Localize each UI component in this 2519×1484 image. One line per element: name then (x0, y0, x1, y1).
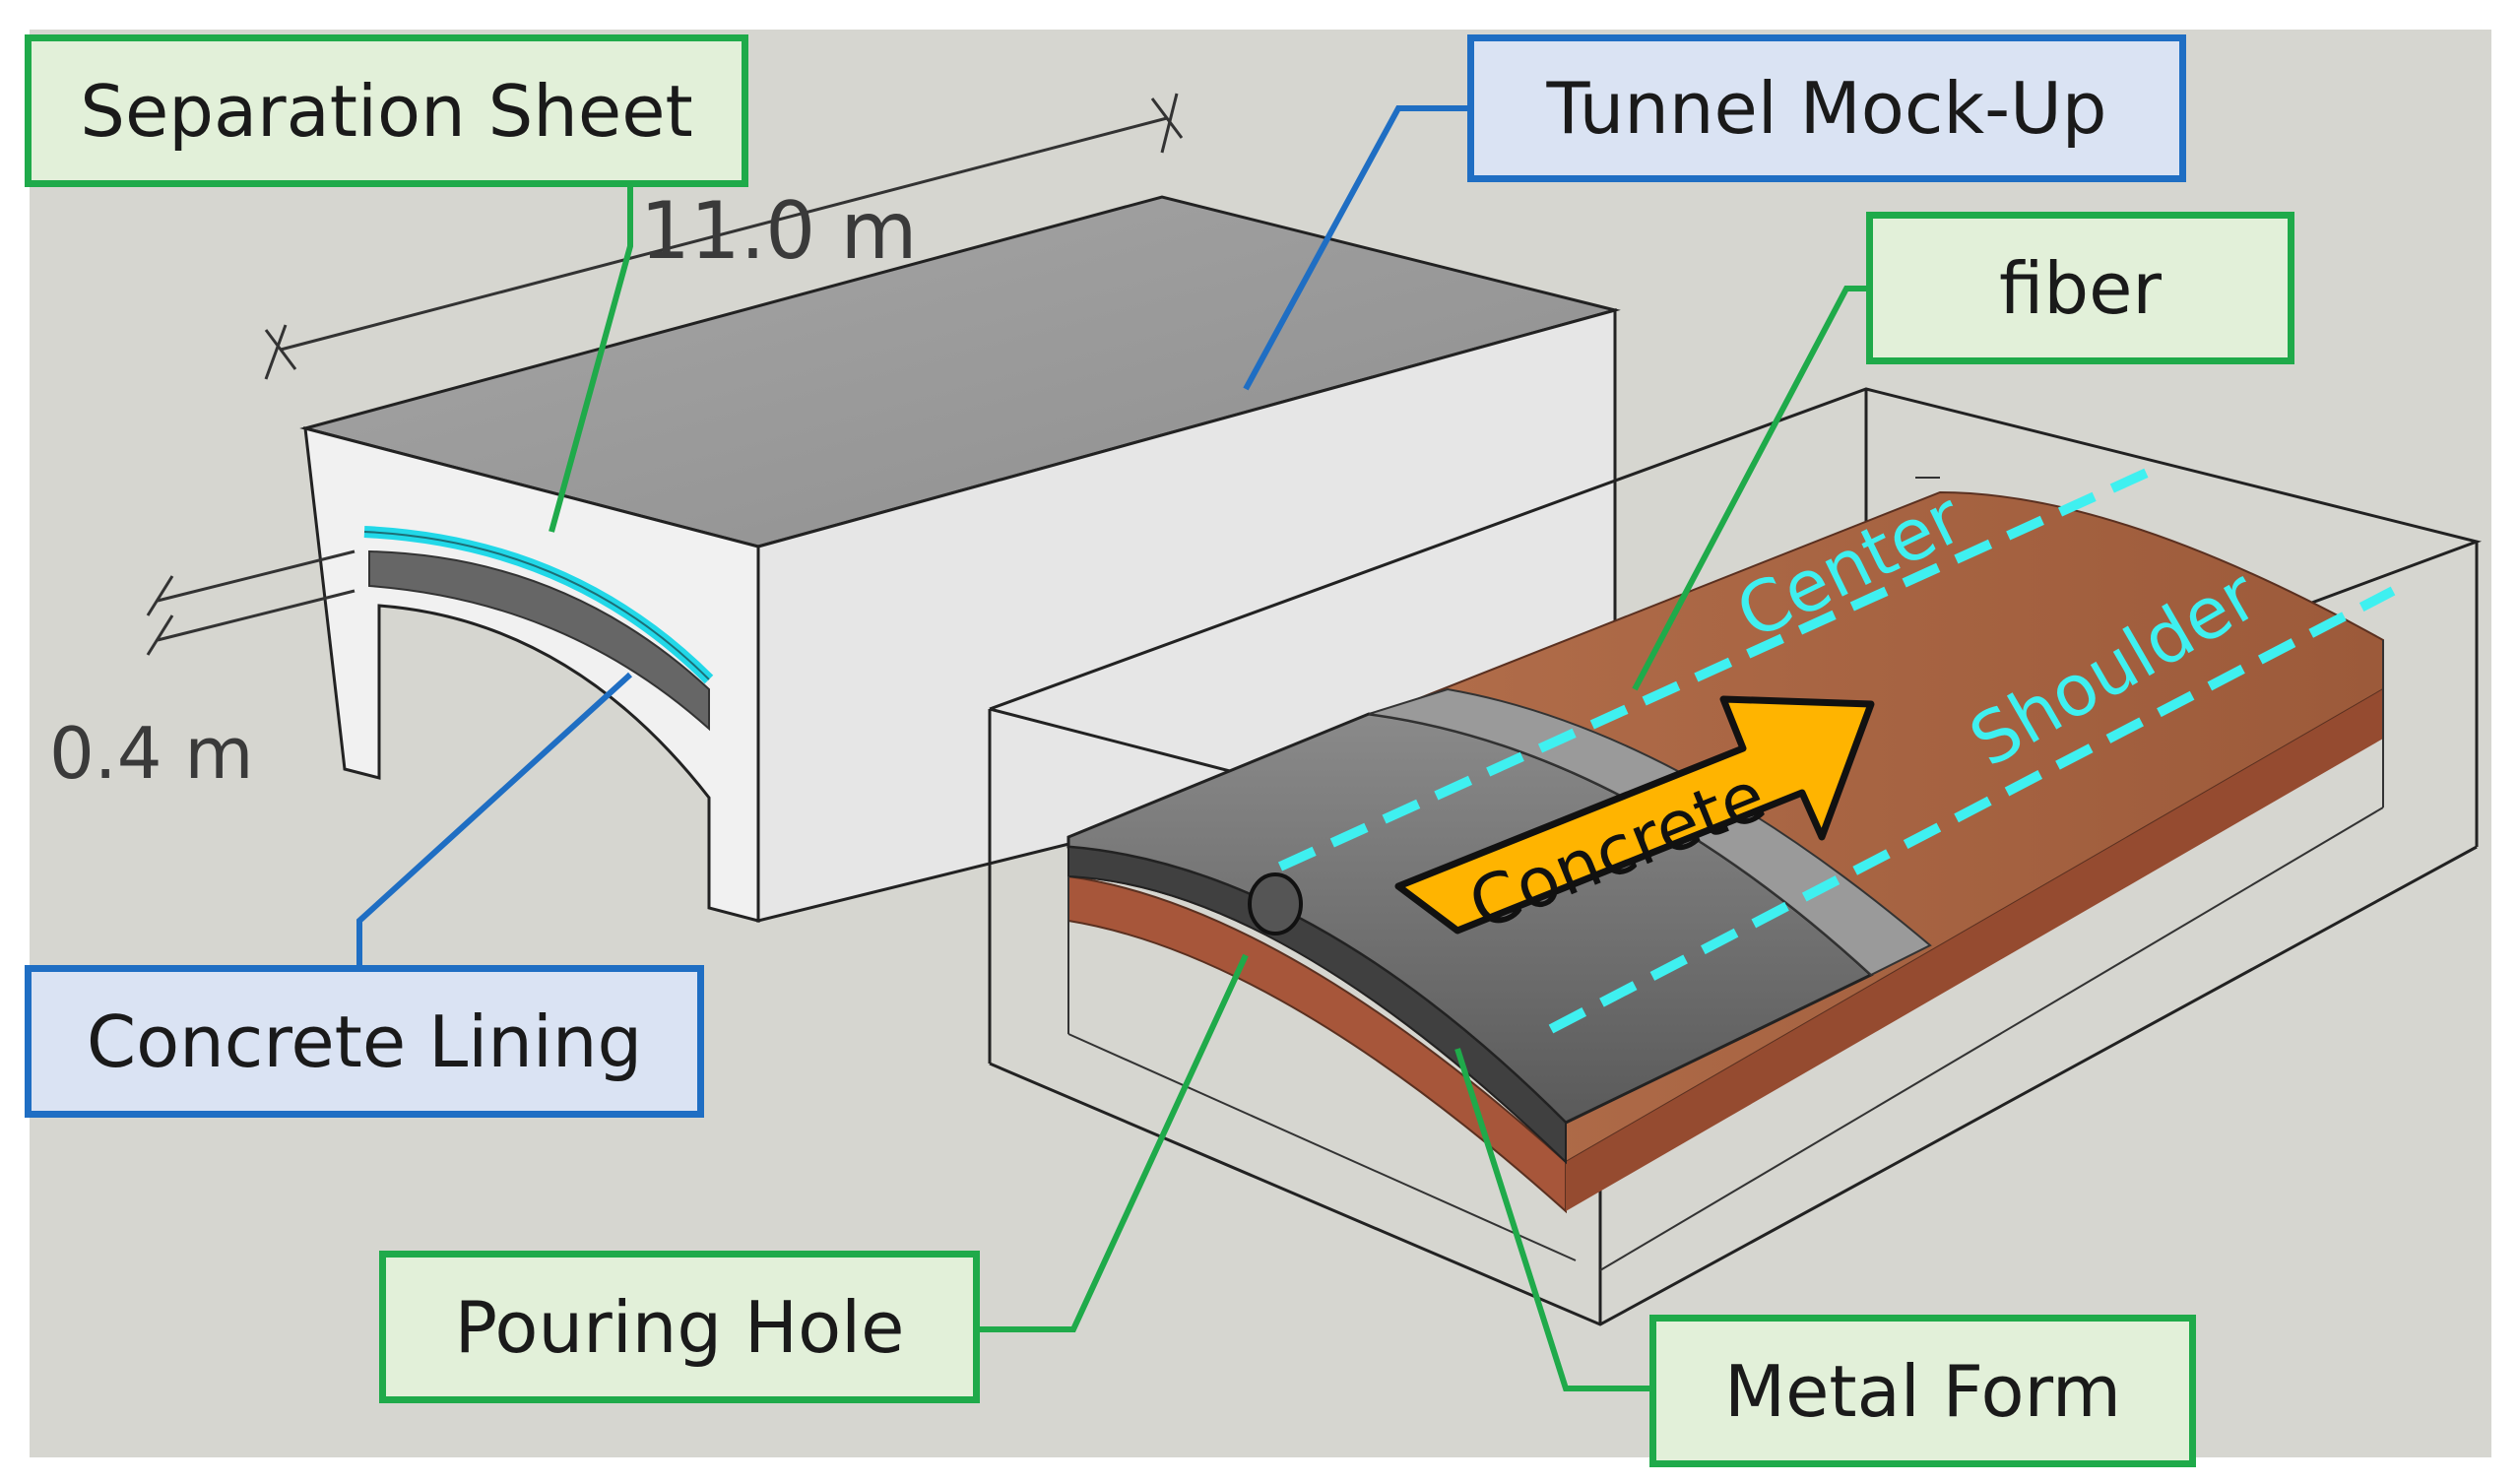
concrete-lining-label: Concrete Lining (25, 965, 704, 1118)
leader-lines (356, 105, 1874, 1391)
shoulder-line (1548, 586, 2396, 1034)
dimension-length (264, 93, 1184, 380)
concrete-lining-band (368, 549, 710, 732)
thickness-dimension-text: 0.4 m (49, 712, 254, 795)
pouring-hole (1248, 872, 1303, 936)
center-line (1277, 468, 2150, 871)
metal-form-assembly (988, 387, 2483, 1326)
tunnel-mockup-block (299, 195, 1621, 923)
metal-form-label: Metal Form (1649, 1315, 2196, 1467)
tunnel-mockup-label: Tunnel Mock-Up (1467, 34, 2186, 182)
length-dimension-text: 11.0 m (640, 185, 917, 277)
mockup-front-face (303, 425, 760, 923)
separation-sheet-label: Separation Sheet (25, 34, 748, 187)
dimension-thickness (146, 549, 355, 656)
concrete-flow-arrow (1394, 695, 1875, 935)
pouring-hole-label: Pouring Hole (379, 1251, 980, 1403)
fiber-label: fiber (1866, 212, 2294, 364)
